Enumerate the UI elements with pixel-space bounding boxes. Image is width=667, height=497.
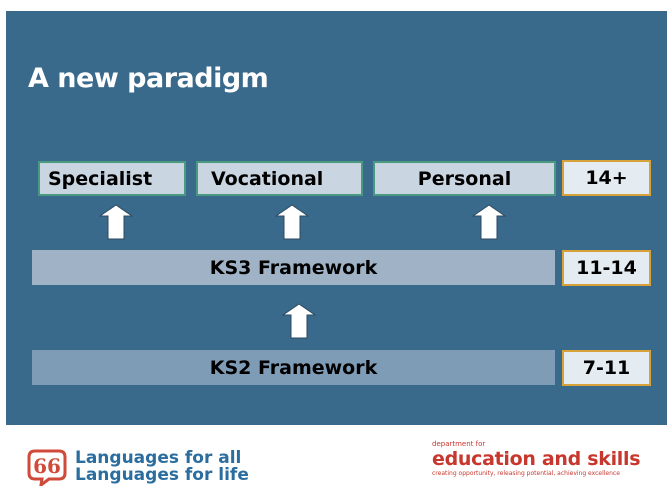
speech-bubble-icon: 66 xyxy=(27,449,67,486)
age-box-middle: 11-14 xyxy=(562,250,651,286)
logo-line2: Languages for life xyxy=(75,465,249,485)
svg-text:66: 66 xyxy=(33,454,61,478)
arrow-up-icon xyxy=(282,303,316,339)
dfes-logo: department for education and skills crea… xyxy=(432,440,657,477)
dept-main-text: education and skills xyxy=(432,448,641,470)
age-middle-label: 11-14 xyxy=(576,257,637,279)
arrow-up-icon xyxy=(275,204,309,240)
specialist-box: Specialist xyxy=(38,161,186,196)
languages-for-all-logo: 66 Languages for all Languages for life xyxy=(27,448,249,486)
slide-title: A new paradigm xyxy=(28,63,269,94)
age-lower-label: 7-11 xyxy=(582,357,631,379)
dept-small-text: department for xyxy=(432,440,486,448)
vocational-box: Vocational xyxy=(196,161,363,196)
ks3-framework-label: KS3 Framework xyxy=(209,256,378,279)
dept-tagline: creating opportunity, releasing potentia… xyxy=(432,470,620,477)
arrow-up-icon xyxy=(472,204,506,240)
specialist-label: Specialist xyxy=(48,167,153,190)
age-box-upper: 14+ xyxy=(562,160,651,196)
personal-label: Personal xyxy=(417,167,512,190)
age-box-lower: 7-11 xyxy=(562,350,651,386)
arrow-up-icon xyxy=(99,204,133,240)
logo-line1: Languages for all xyxy=(75,448,242,468)
age-upper-label: 14+ xyxy=(585,167,628,189)
ks2-framework-label: KS2 Framework xyxy=(209,356,378,379)
ks2-framework-band: KS2 Framework xyxy=(32,350,555,385)
ks3-framework-band: KS3 Framework xyxy=(32,250,555,285)
personal-box: Personal xyxy=(373,161,556,196)
vocational-label: Vocational xyxy=(211,167,324,190)
